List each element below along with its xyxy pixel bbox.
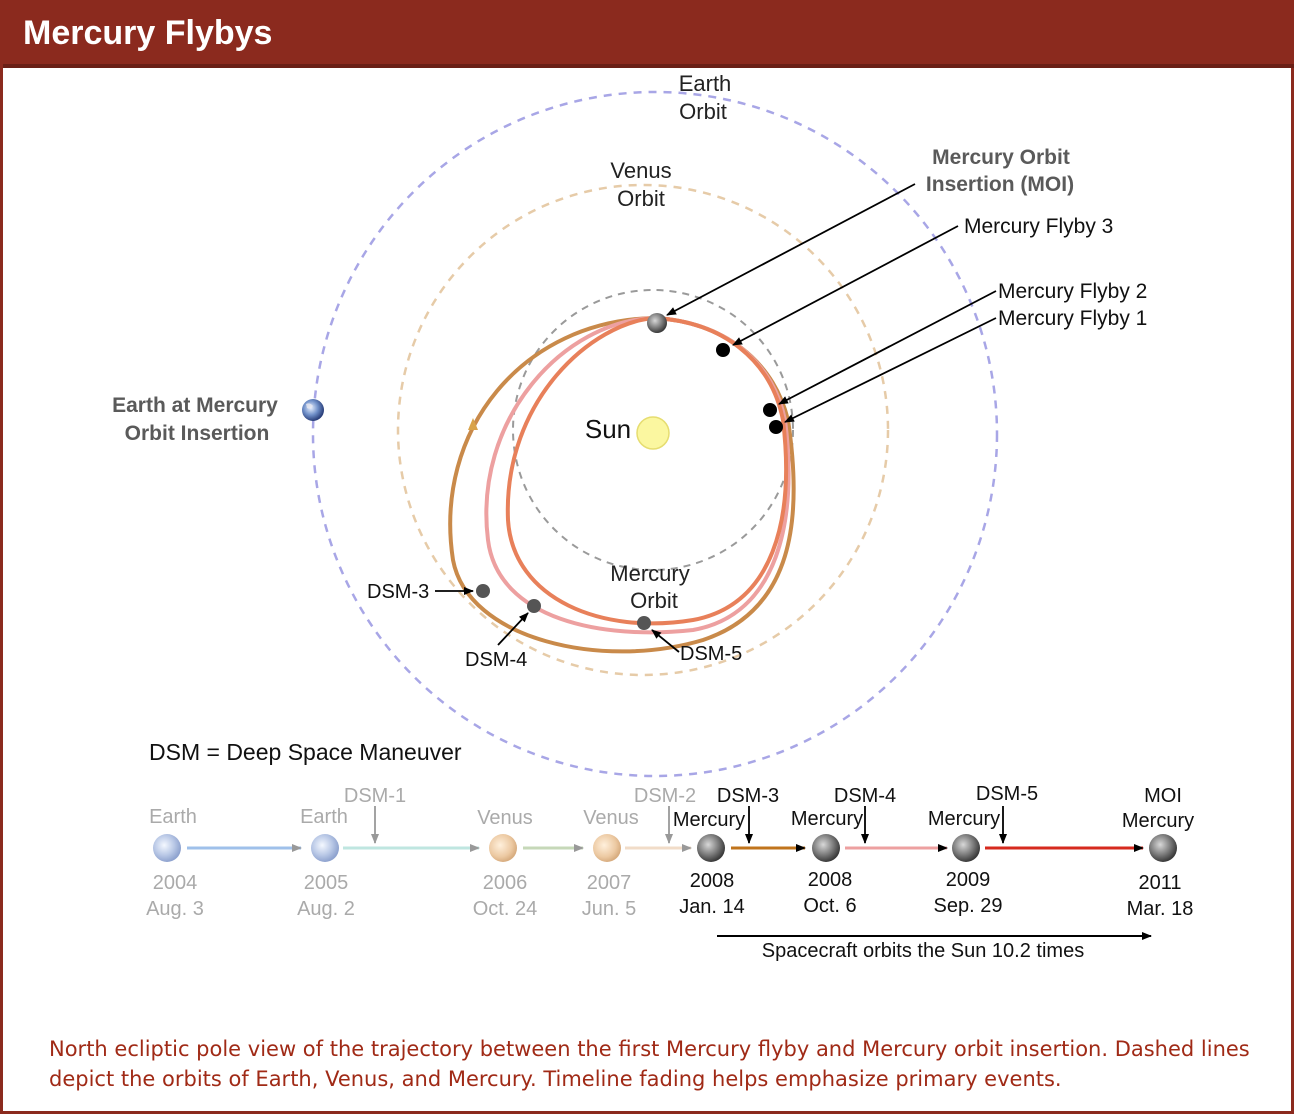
event-5-body: Mercury xyxy=(673,809,745,831)
moi-callout-1: Mercury Orbit xyxy=(932,146,1070,169)
earth-globe-icon xyxy=(302,399,324,421)
dsm-3-callout: DSM-3 xyxy=(367,581,429,603)
flyby-2-leader xyxy=(778,290,997,405)
event-6-body: Mercury xyxy=(791,808,863,830)
event-8-body: Mercury xyxy=(1122,810,1194,832)
venus-orbit-label-1: Venus xyxy=(610,158,671,183)
span-label: Spacecraft orbits the Sun 10.2 times xyxy=(762,940,1084,962)
dsm-4-callout: DSM-4 xyxy=(465,649,527,671)
venus-icon xyxy=(489,834,517,862)
mercury-icon xyxy=(1149,834,1177,862)
sun xyxy=(636,416,670,450)
page-title: Mercury Flybys xyxy=(23,14,273,52)
dsm-5-callout: DSM-5 xyxy=(680,643,742,665)
event-2-date: Aug. 2 xyxy=(297,898,355,920)
venus-orbit xyxy=(396,183,890,677)
earth-at-moi-callout-1: Earth at Mercury xyxy=(112,394,278,417)
event-8-date: Mar. 18 xyxy=(1127,898,1194,920)
dsm-2-label: DSM-2 xyxy=(634,785,696,807)
event-7-year: 2009 xyxy=(946,869,991,891)
trajectory-diagram: Sun Earth Orbit Venus Orbit Mercury Orbi… xyxy=(112,71,1194,962)
mercury-orbit-label-2: Orbit xyxy=(630,588,678,613)
event-6-year: 2008 xyxy=(808,869,853,891)
venus-icon xyxy=(593,834,621,862)
direction-arrow xyxy=(468,418,478,430)
dsm-3-label: DSM-3 xyxy=(717,785,779,807)
dsm-3-marker xyxy=(476,584,490,598)
event-3-year: 2006 xyxy=(483,872,528,894)
event-7-body: Mercury xyxy=(928,808,1000,830)
dsm-5-leader xyxy=(651,629,680,653)
event-3-body: Venus xyxy=(477,807,533,829)
mercury-icon xyxy=(952,834,980,862)
event-4-date: Jun. 5 xyxy=(582,898,636,920)
flyby-1-marker xyxy=(769,420,783,434)
mercury-orbit xyxy=(512,289,794,571)
dsm-legend: DSM = Deep Space Maneuver xyxy=(149,739,462,765)
mercury-icon xyxy=(812,834,840,862)
venus-orbit-label-2: Orbit xyxy=(617,186,665,211)
dsm-4-leader xyxy=(497,612,529,646)
moi-leader xyxy=(666,183,916,316)
event-6-date: Oct. 6 xyxy=(803,895,856,917)
flyby-3-marker xyxy=(716,343,730,357)
earth-orbit-label-1: Earth xyxy=(679,71,732,96)
dsm-1-label: DSM-1 xyxy=(344,785,406,807)
event-2-year: 2005 xyxy=(304,872,349,894)
header-bar: Mercury Flybys xyxy=(3,0,1294,68)
flyby-1-leader xyxy=(784,317,997,423)
flyby-1-callout: Mercury Flyby 1 xyxy=(998,307,1147,330)
event-3-date: Oct. 24 xyxy=(473,898,537,920)
dsm-5-label: DSM-5 xyxy=(976,783,1038,805)
dsm-5-marker xyxy=(637,616,651,630)
flyby-3-callout: Mercury Flyby 3 xyxy=(964,215,1113,238)
event-8-top: MOI xyxy=(1144,785,1182,807)
trajectory xyxy=(448,315,796,654)
event-1-body: Earth xyxy=(149,806,197,828)
dsm-4-label: DSM-4 xyxy=(834,785,896,807)
moi-marker xyxy=(647,313,667,333)
earth-icon xyxy=(311,834,339,862)
earth-icon xyxy=(153,834,181,862)
event-2-body: Earth xyxy=(300,806,348,828)
event-5-year: 2008 xyxy=(690,870,735,892)
figure-caption: North ecliptic pole view of the trajecto… xyxy=(49,1037,1250,1091)
flyby-2-callout: Mercury Flyby 2 xyxy=(998,280,1147,303)
earth-orbit-label-2: Orbit xyxy=(679,99,727,124)
flyby-2-marker xyxy=(763,403,777,417)
mercury-orbit-label-1: Mercury xyxy=(610,561,689,586)
earth-orbit xyxy=(311,90,999,778)
event-5-date: Jan. 14 xyxy=(679,896,745,918)
event-1-year: 2004 xyxy=(153,872,198,894)
event-7-date: Sep. 29 xyxy=(934,895,1003,917)
moi-callout-2: Insertion (MOI) xyxy=(926,173,1074,196)
sun-label: Sun xyxy=(585,414,631,444)
flyby-3-leader xyxy=(732,225,959,346)
event-8-year: 2011 xyxy=(1138,872,1181,894)
event-4-body: Venus xyxy=(583,807,639,829)
event-4-year: 2007 xyxy=(587,872,632,894)
earth-at-moi-callout-2: Orbit Insertion xyxy=(125,422,270,445)
dsm-4-marker xyxy=(527,599,541,613)
event-1-date: Aug. 3 xyxy=(146,898,204,920)
mercury-icon xyxy=(697,834,725,862)
